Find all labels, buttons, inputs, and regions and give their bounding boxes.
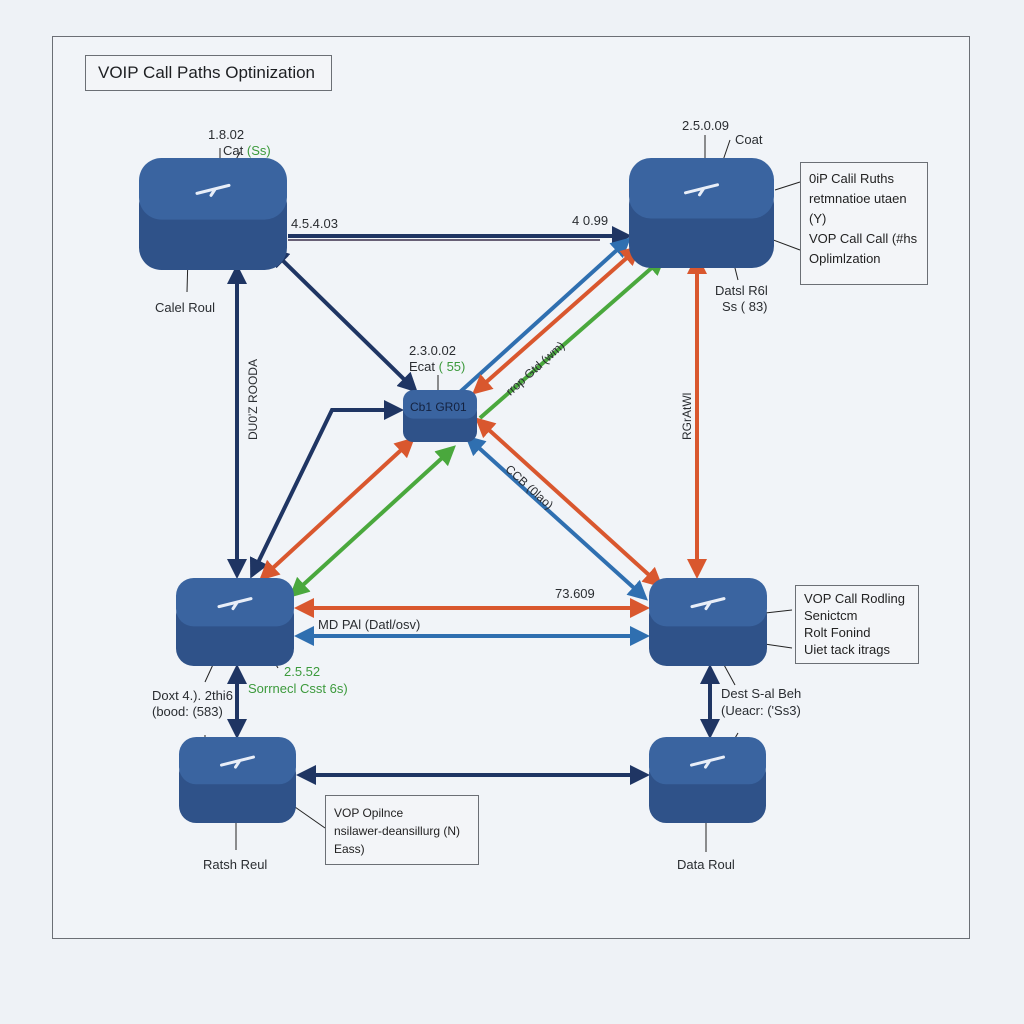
router-node-bottom-left[interactable] bbox=[179, 737, 296, 823]
node-mid-left-caption-1: Doxt 4.). 2thi6 bbox=[152, 688, 233, 703]
diagram-title: VOIP Call Paths Optinization bbox=[85, 55, 332, 91]
node-mid-left-caption-2: (bood: (583) bbox=[152, 704, 223, 719]
node-center-tag-text: Ecat bbox=[409, 359, 436, 374]
node-mid-right-caption-2: (Ueacr: ('Ss3) bbox=[721, 703, 801, 718]
router-node-mid-left[interactable] bbox=[176, 578, 294, 666]
edge-top-link-right-label: 4 0.99 bbox=[572, 213, 609, 228]
edge-topleft-to-center bbox=[269, 247, 418, 393]
router-node-bottom-right[interactable] bbox=[649, 737, 766, 823]
node-top-left-ip: 1.8.02 bbox=[208, 127, 245, 142]
node-top-right-caption-1: Datsl R6l bbox=[715, 283, 768, 298]
note-line: Rolt Fonind bbox=[804, 625, 871, 640]
edge-center-midleft-green bbox=[289, 445, 456, 598]
router-node-top-left[interactable] bbox=[139, 158, 287, 270]
node-top-left-tag: Cat (Ss) bbox=[223, 143, 271, 159]
note-line: 0iP Calil Ruths bbox=[809, 171, 895, 186]
router-icon bbox=[690, 597, 726, 611]
edge-center-midright-blue bbox=[465, 435, 648, 601]
router-node-center[interactable] bbox=[403, 390, 477, 442]
edges bbox=[227, 226, 720, 785]
node-top-right-tag: Coat bbox=[735, 132, 763, 147]
edge-top-link-left-label: 4.5.4.03 bbox=[291, 216, 338, 231]
router-icon bbox=[684, 183, 719, 197]
router-icon bbox=[217, 597, 253, 611]
note-line: Oplimlzation bbox=[809, 251, 881, 266]
router-top bbox=[403, 390, 477, 419]
note-line: VOP Call Rodling bbox=[804, 591, 905, 606]
node-mid-left-tag: Sorrnecl Csst 6s) bbox=[248, 681, 348, 696]
note-bottom-center: VOP Opilnce nsilawer-deansillurg (N) Eas… bbox=[325, 795, 479, 865]
router-icon bbox=[220, 755, 255, 769]
note-line: VOP Opilnce bbox=[334, 806, 404, 820]
note-line: Eass) bbox=[334, 842, 365, 856]
edge-mid-link-label: MD PAl (Datl/osv) bbox=[318, 617, 421, 632]
node-center-ip: 2.3.0.02 bbox=[409, 343, 456, 358]
edge-right-vertical-label: RGrAtWl bbox=[680, 392, 694, 440]
node-mid-left-ip: 2.5.52 bbox=[284, 664, 321, 679]
note-line: Senictcm bbox=[804, 608, 858, 623]
edge-midleft-to-center-bent bbox=[249, 400, 404, 579]
note-line: Uiet tack itrags bbox=[804, 642, 890, 657]
router-icon bbox=[690, 755, 725, 769]
node-mid-right-caption-1: Dest S-al Beh bbox=[721, 686, 802, 701]
edge-mid-link-value: 73.609 bbox=[555, 586, 595, 601]
node-top-left-caption: Calel Roul bbox=[155, 300, 215, 315]
node-top-left-tag-text: Cat bbox=[223, 143, 244, 158]
note-line: retmnatioe utaen bbox=[809, 191, 907, 206]
router-icon bbox=[195, 183, 231, 197]
node-center-tag-green: ( 55) bbox=[438, 359, 466, 374]
router-node-mid-right[interactable] bbox=[649, 578, 767, 666]
nodes bbox=[139, 158, 774, 823]
note-line: (Y) bbox=[809, 211, 827, 226]
node-bottom-left-caption: Ratsh Reul bbox=[203, 857, 268, 872]
note-mid-right: VOP Call Rodling Senictcm Rolt Fonind Ui… bbox=[795, 585, 919, 664]
note-line: nsilawer-deansillurg (N) bbox=[334, 824, 461, 838]
router-node-top-right[interactable] bbox=[629, 158, 774, 268]
node-top-right-ip: 2.5.0.09 bbox=[682, 118, 729, 133]
diagram-title-text: VOIP Call Paths Optinization bbox=[98, 63, 316, 82]
node-top-left-tag-green: (Ss) bbox=[246, 143, 271, 158]
edge-center-topright-green bbox=[478, 255, 667, 420]
edge-center-topright-orange bbox=[472, 245, 641, 395]
leader-line bbox=[774, 181, 801, 191]
node-center-tag: Ecat ( 55) bbox=[409, 359, 465, 375]
note-line: VOP Call Call (#hs bbox=[809, 231, 918, 246]
node-center-label: Cb1 GR01 bbox=[410, 400, 467, 414]
node-bottom-right-caption: Data Roul bbox=[677, 857, 735, 872]
edge-center-midright-orange bbox=[475, 417, 663, 588]
note-top-right: 0iP Calil Ruths retmnatioe utaen (Y) VOP… bbox=[800, 162, 928, 285]
edge-left-vertical-label: DU0'Z ROODA bbox=[246, 359, 260, 440]
node-top-right-caption-2: Ss ( 83) bbox=[722, 299, 768, 314]
